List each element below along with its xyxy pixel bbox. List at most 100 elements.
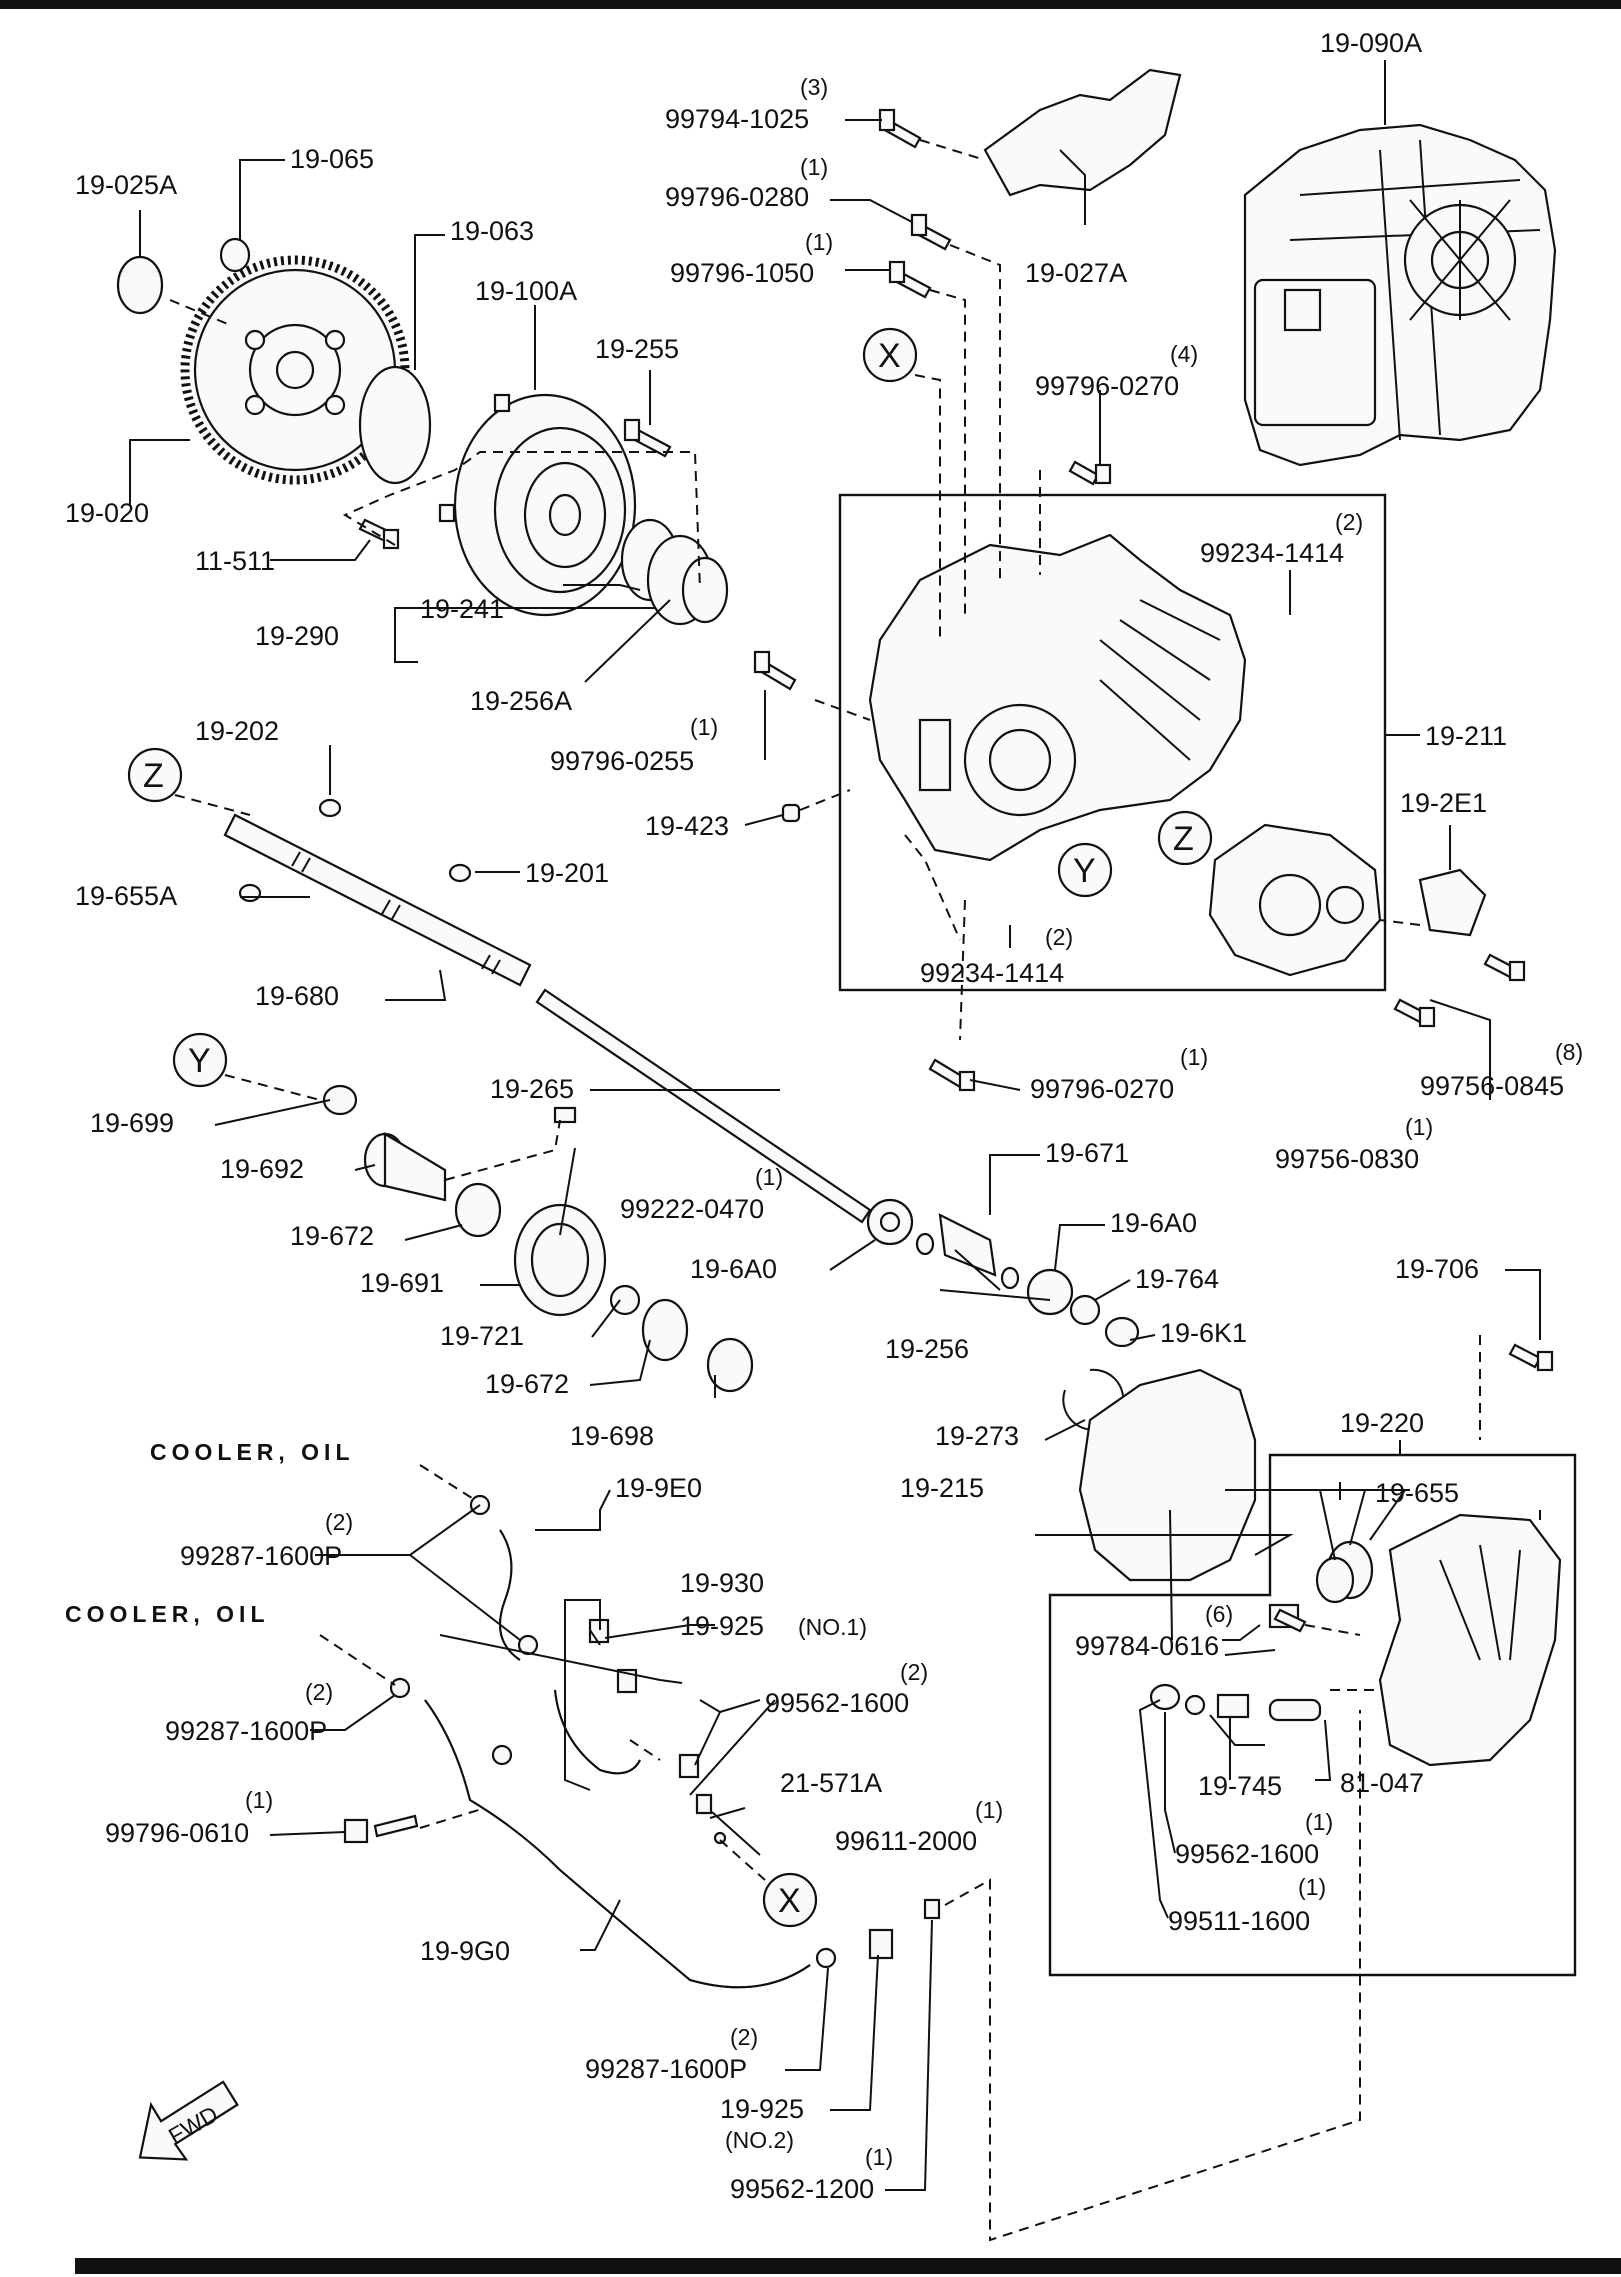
output-bearing-part bbox=[866, 1198, 1140, 1348]
seal-ring-part bbox=[448, 863, 472, 883]
bracket-part bbox=[1418, 868, 1487, 937]
callout-99562-1600: 99562-1600 bbox=[1175, 1839, 1319, 1869]
callout-19-9G0: 19-9G0 bbox=[420, 1936, 510, 1966]
callout-99287-1600P: 99287-1600P bbox=[165, 1716, 327, 1746]
svg-text:Y: Y bbox=[188, 1042, 211, 1080]
hose-clamp-part bbox=[389, 1494, 837, 1969]
leader-lines bbox=[129, 60, 1541, 2191]
callout-99611-2000: 99611-2000 bbox=[835, 1826, 977, 1856]
label-cooler-oil: COOLER, OIL bbox=[65, 1601, 270, 1627]
qty-99234-1414: (2) bbox=[1045, 924, 1073, 950]
callout-19-100A: 19-100A bbox=[475, 276, 577, 306]
label-cooler-oil: COOLER, OIL bbox=[150, 1439, 355, 1465]
qty-99562-1600: (2) bbox=[900, 1659, 928, 1685]
callout-99562-1200: 99562-1200 bbox=[730, 2174, 874, 2204]
transaxle-assembly-part bbox=[1243, 123, 1557, 467]
callout-19-680: 19-680 bbox=[255, 981, 339, 1011]
o-ring-part bbox=[322, 1084, 358, 1116]
callout-99287-1600P: 99287-1600P bbox=[585, 2054, 747, 2084]
fitting-part bbox=[588, 1618, 941, 1960]
note-19-925-no2: (NO.2) bbox=[725, 2127, 794, 2153]
callout-19-201: 19-201 bbox=[525, 858, 609, 888]
qty-99562-1200: (1) bbox=[865, 2144, 893, 2170]
speedometer-gear-part bbox=[358, 365, 432, 485]
callout-19-265: 19-265 bbox=[490, 1074, 574, 1104]
differential-case-part bbox=[438, 393, 637, 617]
callout-19-020: 19-020 bbox=[65, 498, 149, 528]
callout-81-047: 81-047 bbox=[1340, 1768, 1424, 1798]
callout-19-256: 19-256 bbox=[885, 1334, 969, 1364]
callout-99796-1050: 99796-1050 bbox=[670, 258, 814, 288]
callout-19-6A0: 19-6A0 bbox=[1110, 1208, 1197, 1238]
svg-text:Z: Z bbox=[143, 757, 164, 795]
callout-19-655A: 19-655A bbox=[75, 881, 177, 911]
bolt-part bbox=[343, 108, 1554, 1844]
input-shaft-part bbox=[223, 813, 872, 1224]
callout-19-699: 19-699 bbox=[90, 1108, 174, 1138]
qty-99222-0470: (1) bbox=[755, 1164, 783, 1190]
pinion-gear-part bbox=[363, 1106, 754, 1393]
callout-99796-0610: 99796-0610 bbox=[105, 1818, 249, 1848]
callout-19-671: 19-671 bbox=[1045, 1138, 1129, 1168]
callout-19-925: 19-925 bbox=[720, 2094, 804, 2124]
callout-99796-0270: 99796-0270 bbox=[1035, 371, 1179, 401]
callout-19-655: 19-655 bbox=[1375, 1478, 1459, 1508]
callout-99756-0845: 99756-0845 bbox=[1420, 1071, 1564, 1101]
callout-19-930: 19-930 bbox=[680, 1568, 764, 1598]
qty-99796-0610: (1) bbox=[245, 1787, 273, 1813]
callout-19-290: 19-290 bbox=[255, 621, 339, 651]
svg-text:Y: Y bbox=[1073, 852, 1096, 890]
qty-99511-1600: (1) bbox=[1298, 1874, 1326, 1900]
housing-group-box bbox=[838, 493, 1387, 992]
callout-19-090A: 19-090A bbox=[1320, 28, 1422, 58]
svg-text:X: X bbox=[778, 1882, 801, 1920]
housing-cover-part bbox=[1315, 1513, 1562, 1767]
forward-arrow-icon: FWD bbox=[138, 2080, 239, 2161]
ref-circle-y: Y bbox=[172, 1032, 228, 1088]
seal-ring-part bbox=[238, 883, 262, 903]
note-19-925-no1: (NO.1) bbox=[798, 1614, 867, 1640]
qty-99234-1414: (2) bbox=[1335, 509, 1363, 535]
gasket-part bbox=[1078, 1368, 1257, 1582]
callout-19-692: 19-692 bbox=[220, 1154, 304, 1184]
qty-99562-1600: (1) bbox=[1305, 1809, 1333, 1835]
ref-circle-x: X bbox=[862, 327, 918, 383]
assembly-dashed-lines bbox=[169, 139, 1481, 2242]
callout-99784-0616: 99784-0616 bbox=[1075, 1631, 1219, 1661]
callout-99287-1600P: 99287-1600P bbox=[180, 1541, 342, 1571]
callout-19-6K1: 19-6K1 bbox=[1160, 1318, 1247, 1348]
qty-99756-0845: (8) bbox=[1555, 1039, 1583, 1065]
ref-circle-z: Z bbox=[1157, 810, 1213, 866]
qty-99796-0270: (1) bbox=[1180, 1044, 1208, 1070]
qty-99796-0280: (1) bbox=[800, 154, 828, 180]
qty-99784-0616: (6) bbox=[1205, 1601, 1233, 1627]
callout-19-202: 19-202 bbox=[195, 716, 279, 746]
callout-19-745: 19-745 bbox=[1198, 1771, 1282, 1801]
callout-99562-1600: 99562-1600 bbox=[765, 1688, 909, 1718]
qty-99796-0255: (1) bbox=[690, 714, 718, 740]
callout-99796-0280: 99796-0280 bbox=[665, 182, 809, 212]
seal-ring-part bbox=[318, 798, 342, 818]
callout-99796-0255: 99796-0255 bbox=[550, 746, 694, 776]
cover-plate-part bbox=[983, 68, 1182, 197]
cooler-hose-part bbox=[424, 1529, 811, 1989]
callout-19-211: 19-211 bbox=[1425, 721, 1507, 751]
callout-19-241: 19-241 bbox=[420, 594, 504, 624]
callout-19-672: 19-672 bbox=[290, 1221, 374, 1251]
qty-99287-1600P: (2) bbox=[325, 1509, 353, 1535]
qty-99287-1600P: (2) bbox=[730, 2024, 758, 2050]
callout-19-273: 19-273 bbox=[935, 1421, 1019, 1451]
callout-19-220: 19-220 bbox=[1340, 1408, 1424, 1438]
callout-99794-1025: 99794-1025 bbox=[665, 104, 809, 134]
callout-99234-1414: 99234-1414 bbox=[1200, 538, 1344, 568]
callout-19-706: 19-706 bbox=[1395, 1254, 1479, 1284]
top-border bbox=[0, 0, 1621, 9]
ref-circle-x: X bbox=[762, 1872, 818, 1928]
ref-circle-y: Y bbox=[1057, 842, 1113, 898]
callout-19-764: 19-764 bbox=[1135, 1264, 1219, 1294]
callout-19-215: 19-215 bbox=[900, 1473, 984, 1503]
callout-99756-0830: 99756-0830 bbox=[1275, 1144, 1419, 1174]
qty-99287-1600P: (2) bbox=[305, 1679, 333, 1705]
washer-part bbox=[219, 237, 251, 273]
